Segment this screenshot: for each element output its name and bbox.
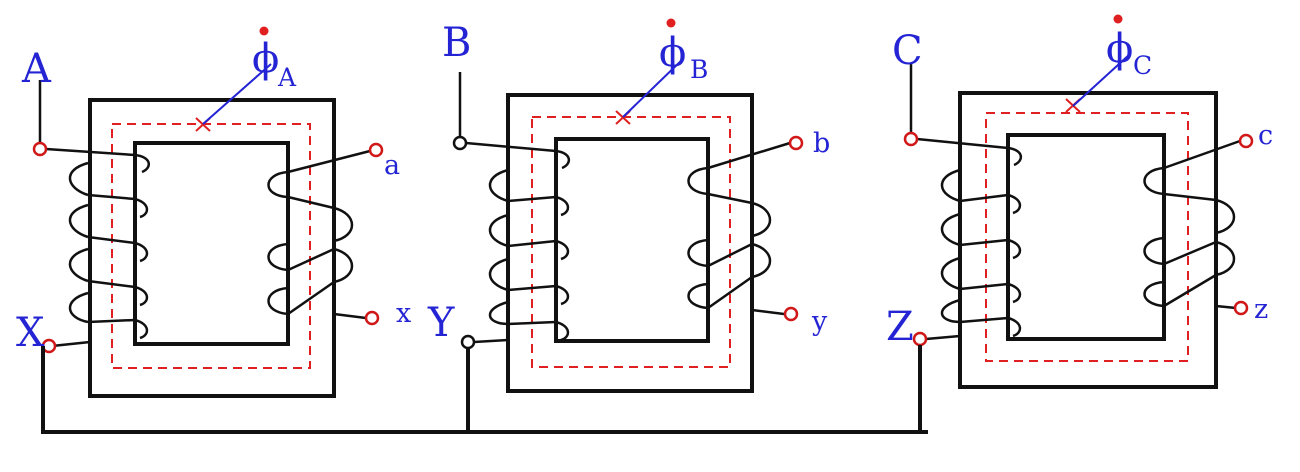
core-outer-a	[88, 98, 336, 398]
flux-path-b	[531, 116, 731, 368]
flux-path-a	[111, 123, 311, 369]
primary-winding-a	[38, 80, 150, 348]
terminal-b	[452, 135, 468, 151]
terminal-z	[912, 331, 928, 347]
secondary-winding-b	[687, 141, 791, 316]
terminal-y-lower	[783, 306, 799, 322]
terminal-x-lower	[364, 310, 380, 326]
flux-symbol-a: ϕ	[252, 36, 279, 82]
label-a-upper: A	[21, 46, 52, 92]
polarity-dot-b	[666, 18, 676, 28]
label-b-upper: B	[442, 20, 471, 66]
terminal-b-lower	[788, 135, 804, 151]
label-y-upper: Y	[427, 300, 455, 346]
label-x-upper: X	[16, 310, 45, 356]
flux-symbol-b: ϕ	[659, 30, 686, 76]
flux-symbol-c: ϕ	[1106, 26, 1133, 72]
label-c-upper: C	[892, 28, 923, 74]
label-z-lower: z	[1254, 294, 1268, 325]
flux-leader-b	[622, 57, 685, 118]
label-x-lower: x	[396, 298, 411, 329]
neutral-bus	[41, 345, 928, 434]
transformer-unit-a: ϕ A A X	[16, 26, 411, 398]
polarity-dot-c	[1113, 14, 1123, 24]
core-outer-b	[506, 93, 754, 393]
terminal-y	[460, 334, 476, 350]
core-window-b	[554, 137, 710, 343]
transformer-unit-b: ϕ B B Y	[427, 18, 830, 393]
flux-subscript-c: C	[1133, 51, 1152, 80]
terminal-z-lower	[1233, 300, 1249, 316]
secondary-winding-c	[1143, 139, 1241, 310]
secondary-winding-a	[267, 149, 371, 320]
primary-winding-b	[458, 72, 570, 344]
label-b-lower: b	[813, 128, 830, 159]
polarity-dot-a	[259, 26, 269, 36]
core-window-a	[133, 141, 290, 346]
flux-leader-a	[202, 63, 272, 125]
terminal-a-lower	[368, 142, 384, 158]
terminal-a	[32, 141, 48, 157]
flux-subscript-a: A	[277, 63, 297, 92]
core-window-c	[1006, 133, 1166, 341]
label-a-lower: a	[384, 150, 400, 181]
label-z-upper: Z	[886, 304, 914, 350]
label-c-lower: c	[1258, 120, 1273, 151]
terminal-c-lower	[1238, 133, 1254, 149]
terminal-c	[903, 131, 919, 147]
label-y-lower: y	[811, 306, 828, 337]
primary-winding-c	[909, 64, 1022, 341]
transformer-unit-c: ϕ C C Z	[886, 14, 1273, 389]
flux-subscript-b: B	[690, 55, 708, 84]
flux-leader-c	[1072, 53, 1131, 107]
